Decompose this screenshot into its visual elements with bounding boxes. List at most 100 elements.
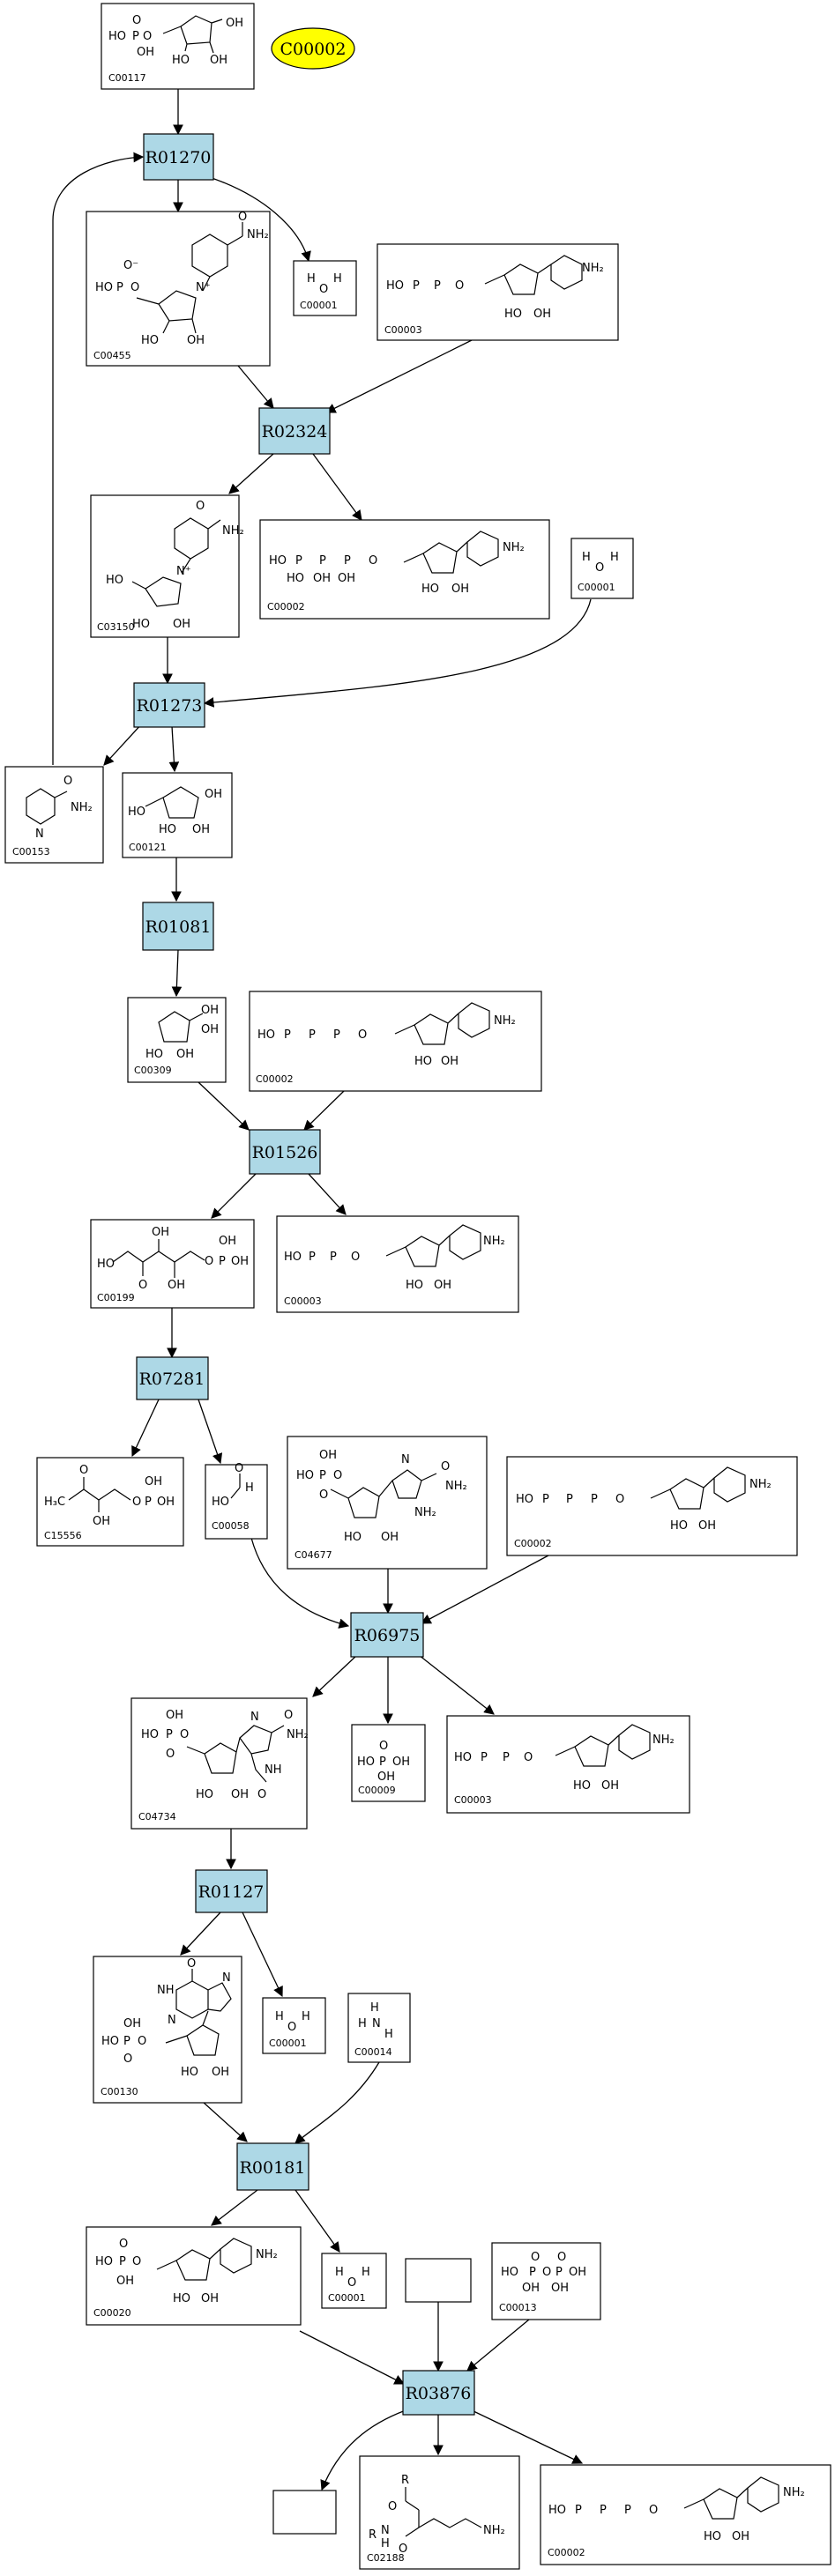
svg-text:OH: OH <box>698 1519 716 1533</box>
reaction-r01127[interactable]: R01127 <box>195 1869 268 1913</box>
svg-text:O: O <box>138 2035 146 2048</box>
compound-unlabeled-2[interactable] <box>272 2490 337 2535</box>
edge-r01273-c00153 <box>103 722 144 766</box>
svg-text:N: N <box>372 2017 381 2030</box>
compound-c00002-2[interactable]: HO P P P O NH₂ HO OH C00002 <box>249 991 542 1092</box>
compound-label: C00001 <box>578 582 615 593</box>
reaction-label: R01273 <box>137 696 203 716</box>
compound-c00002-3[interactable]: HO P P P O NH₂ HO OH C00002 <box>506 1456 798 1556</box>
compound-c00002-4[interactable]: HO P P P O NH₂ HO OH C00002 <box>540 2464 831 2565</box>
svg-text:P: P <box>344 554 351 568</box>
svg-text:OH: OH <box>451 583 469 596</box>
svg-text:P: P <box>319 1469 326 1482</box>
compound-c00020[interactable]: O HO P O OH NH₂ HO OH C00020 <box>86 2226 302 2326</box>
edge-c00002b-r01526 <box>303 1090 345 1131</box>
compound-unlabeled-1[interactable] <box>405 2258 472 2303</box>
compound-c00003-2[interactable]: HO P P O NH₂ HO OH C00003 <box>276 1215 519 1313</box>
compound-c00001-2[interactable]: H O H C00001 <box>570 538 634 599</box>
reaction-r01270[interactable]: R01270 <box>143 133 214 181</box>
svg-text:HO: HO <box>196 1788 213 1801</box>
edge-r01526-c00003b <box>308 1173 347 1215</box>
compound-c00001-1[interactable]: H O H C00001 <box>293 260 357 316</box>
svg-text:HO: HO <box>287 572 304 585</box>
svg-text:O: O <box>257 1788 266 1801</box>
svg-text:HO: HO <box>406 1279 423 1292</box>
compound-c00003-3[interactable]: HO P P O NH₂ HO OH C00003 <box>446 1715 690 1814</box>
svg-text:O: O <box>187 1957 196 1971</box>
svg-text:OH: OH <box>319 1449 337 1462</box>
edge-r01127-c00130 <box>180 1912 221 1956</box>
svg-text:NH₂: NH₂ <box>783 2486 805 2499</box>
reaction-r02324[interactable]: R02324 <box>258 407 331 455</box>
svg-text:O: O <box>542 2266 551 2279</box>
svg-text:OH: OH <box>173 618 190 631</box>
svg-text:O: O <box>130 281 139 294</box>
structure-c00153 <box>26 788 68 825</box>
svg-text:NH₂: NH₂ <box>749 1478 772 1491</box>
highlight-compound[interactable]: C00002 <box>271 27 355 70</box>
compound-c00199[interactable]: HO O OH OH O P OH OH C00199 <box>90 1219 255 1309</box>
compound-c00121[interactable]: HO OH HO OH C00121 <box>122 772 233 858</box>
compound-c00130[interactable]: O NH N N OH HO P O O HO OH C00130 <box>93 1956 242 2104</box>
svg-text:HO: HO <box>173 2292 190 2305</box>
compound-c00153[interactable]: O NH₂ N C00153 <box>4 766 104 864</box>
structure-c00455 <box>136 222 243 334</box>
svg-text:OH: OH <box>551 2282 569 2295</box>
svg-text:HO: HO <box>108 30 126 43</box>
compound-c00001-4[interactable]: H O H C00001 <box>321 2253 387 2309</box>
svg-text:H: H <box>582 551 591 564</box>
svg-text:OH: OH <box>533 308 551 321</box>
reaction-r00181[interactable]: R00181 <box>236 2142 309 2191</box>
svg-text:HO: HO <box>132 618 150 631</box>
compound-label: C00455 <box>93 350 131 361</box>
reaction-r03876[interactable]: R03876 <box>402 2370 475 2416</box>
reaction-r01526[interactable]: R01526 <box>249 1129 321 1175</box>
compound-c00001-3[interactable]: H O H C00001 <box>262 1997 326 2054</box>
svg-text:OH: OH <box>381 1531 399 1544</box>
svg-text:O: O <box>205 1255 213 1268</box>
svg-text:NH₂: NH₂ <box>222 524 244 538</box>
compound-c00058[interactable]: O HO H C00058 <box>205 1462 268 1540</box>
edge-r06975-c04734 <box>312 1654 358 1697</box>
svg-text:HO: HO <box>159 823 176 836</box>
compound-label: C00117 <box>108 72 146 84</box>
compound-c15556[interactable]: H₃C O OH O P OH OH C15556 <box>36 1457 184 1547</box>
reaction-r07281[interactable]: R07281 <box>136 1356 209 1400</box>
compound-c00003-1[interactable]: HO P P O NH₂ HO OH C00003 <box>376 243 619 341</box>
compound-c00117[interactable]: HO P O O OH HO OH OH C00117 <box>101 3 255 90</box>
svg-text:NH₂: NH₂ <box>71 801 93 814</box>
svg-text:N⁺: N⁺ <box>196 281 211 294</box>
svg-text:HO: HO <box>269 554 287 568</box>
svg-text:N: N <box>401 1453 410 1466</box>
svg-text:OH: OH <box>434 1279 451 1292</box>
svg-text:P: P <box>123 2035 130 2048</box>
compound-c00013[interactable]: O O HO P O P OH OH OH C00013 <box>491 2242 601 2320</box>
svg-text:NH₂: NH₂ <box>582 262 604 275</box>
compound-c00455[interactable]: O NH₂ N⁺ O⁻ HO P O HO OH C00455 <box>86 211 271 367</box>
svg-text:OH: OH <box>212 2066 229 2079</box>
compound-c03150[interactable]: O NH₂ N⁺ HO HO OH C03150 <box>90 494 244 638</box>
svg-text:N⁺: N⁺ <box>176 565 191 578</box>
svg-text:N: N <box>35 828 44 841</box>
reaction-r06975[interactable]: R06975 <box>350 1612 424 1658</box>
edge-c00002c-r06975 <box>420 1555 549 1624</box>
compound-c00002-1[interactable]: HO P P P O HO OH OH NH₂ HO OH C00002 <box>259 519 550 620</box>
reaction-r01273[interactable]: R01273 <box>133 682 205 728</box>
highlight-label: C00002 <box>280 40 347 59</box>
svg-text:OH: OH <box>201 1004 219 1017</box>
svg-text:H: H <box>358 2017 367 2030</box>
compound-c02188[interactable]: R O R N H O NH₂ C02188 <box>359 2455 520 2570</box>
compound-c00009[interactable]: O HO P OH OH C00009 <box>351 1724 426 1802</box>
compound-label: C00058 <box>212 1520 250 1532</box>
structure-c04734 <box>186 1725 285 1783</box>
reaction-r01081[interactable]: R01081 <box>142 902 214 951</box>
svg-text:OH: OH <box>166 1709 183 1722</box>
svg-text:HO: HO <box>101 2035 119 2048</box>
svg-text:O: O <box>649 2504 658 2517</box>
compound-c04677[interactable]: OH HO P O O N O NH₂ NH₂ HO OH C04677 <box>287 1436 488 1570</box>
compound-c00014[interactable]: H H N H C00014 <box>347 1993 411 2063</box>
compound-c00309[interactable]: OH OH HO OH C00309 <box>127 997 227 1083</box>
edge-c00014-r00181 <box>294 2061 380 2144</box>
compound-c04734[interactable]: OH HO P O O N O NH₂ NH O HO OH C04734 <box>130 1697 309 1830</box>
